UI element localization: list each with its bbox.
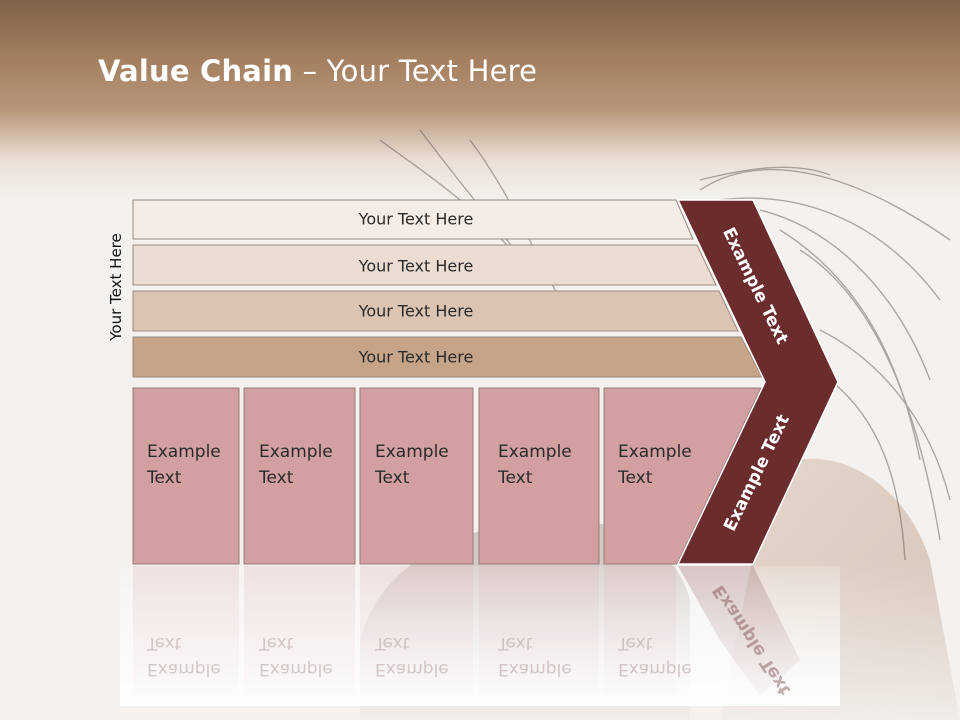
bar-3 [132, 290, 739, 332]
box-1-label: Example Text [147, 439, 221, 491]
box-3-line1: Example [375, 442, 449, 462]
slide-title: Value Chain – Your Text Here [98, 54, 537, 88]
box-2-reflection: Example Text [259, 633, 333, 679]
chevron [676, 199, 839, 565]
box-1 [132, 387, 240, 565]
box-4 [478, 387, 600, 565]
bar-1 [132, 199, 694, 240]
header-band [0, 0, 960, 200]
bar-2-label: Your Text Here [358, 256, 474, 276]
bar-1-label: Your Text Here [358, 209, 474, 229]
box-3-reflection: Example Text [375, 633, 449, 679]
title-rest: – Your Text Here [293, 54, 538, 88]
box-1-reflection: Example Text [147, 633, 221, 679]
box-2-label: Example Text [259, 439, 333, 491]
box-1-line1: Example [147, 442, 221, 462]
box-4-line1: Example [498, 442, 572, 462]
box-3-line2: Text [375, 468, 410, 488]
box-3 [359, 387, 474, 565]
box-4-reflection: Example Text [498, 633, 572, 679]
bar-2 [132, 244, 717, 286]
box-3-label: Example Text [375, 439, 449, 491]
box-4-line2: Text [498, 468, 533, 488]
box-5-line1: Example [618, 442, 692, 462]
box-2-line2: Text [259, 468, 294, 488]
bar-3-label: Your Text Here [358, 301, 474, 321]
box-5 [603, 387, 762, 565]
title-bold: Value Chain [98, 54, 294, 88]
box-4-label: Example Text [498, 439, 572, 491]
box-2-line1: Example [259, 442, 333, 462]
box-1-line2: Text [147, 468, 182, 488]
box-5-reflection: Example Text [618, 633, 692, 679]
box-5-line2: Text [618, 468, 653, 488]
bar-4-label: Your Text Here [358, 347, 474, 367]
box-2 [243, 387, 356, 565]
box-5-label: Example Text [618, 439, 692, 491]
